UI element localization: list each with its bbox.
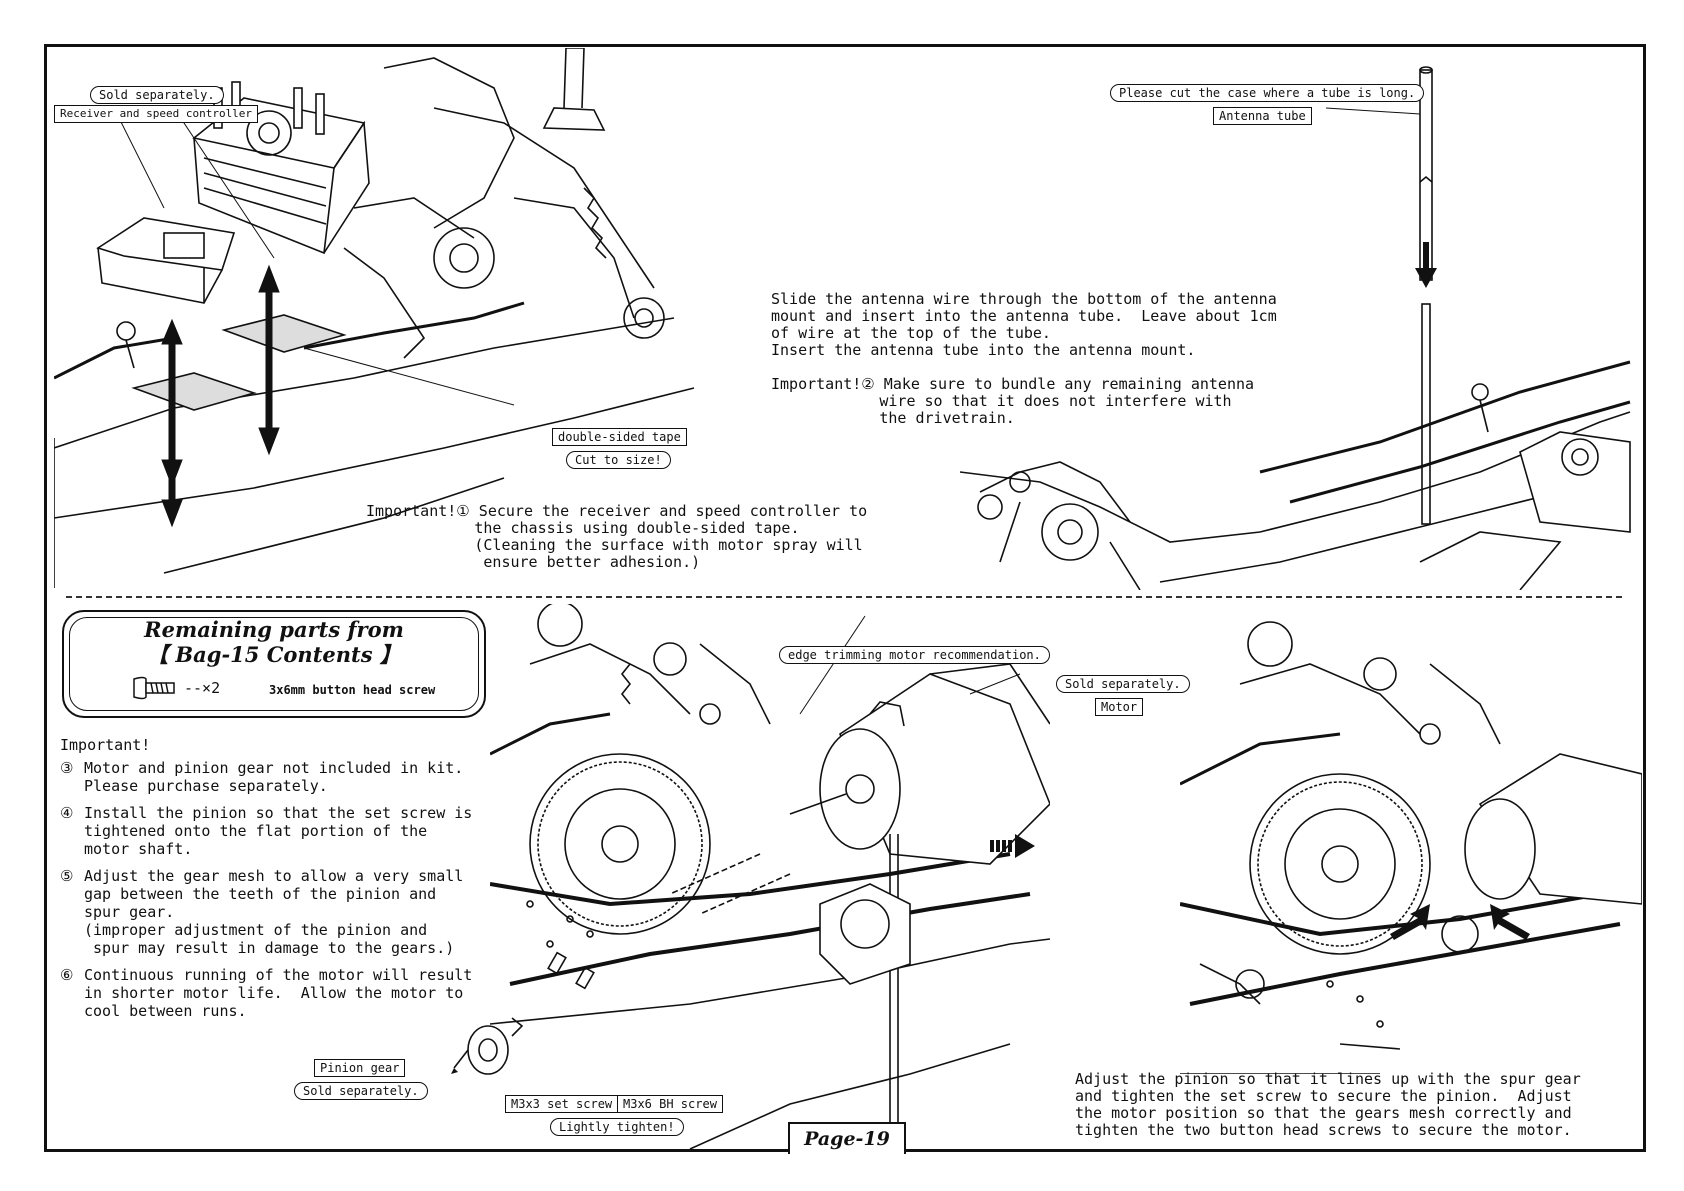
- antenna-tube-illustration: [960, 66, 1631, 590]
- receiver-label: Receiver and speed controller: [54, 105, 259, 123]
- set-screw-label: M3x3 set screw: [505, 1095, 619, 1113]
- notes-heading: Important!: [60, 736, 151, 754]
- lightly-tighten-tag: Lightly tighten!: [550, 1118, 684, 1136]
- antenna-tube-label: Antenna tube: [1213, 107, 1312, 125]
- bag-title-1: Remaining parts from: [144, 617, 404, 642]
- bag-qty: --×2: [184, 679, 221, 697]
- screw-icon: [133, 676, 175, 700]
- antenna-instructions: Slide the antenna wire through the botto…: [771, 290, 1277, 359]
- cut-case-tag: Please cut the case where a tube is long…: [1110, 84, 1425, 102]
- gear-mesh-result-illustration: [1180, 621, 1642, 1074]
- motor-label: Motor: [1095, 698, 1144, 716]
- sold-separately-tag: Sold separately.: [90, 86, 224, 104]
- pinion-gear-label: Pinion gear: [314, 1059, 406, 1077]
- tape-label: double-sided tape: [552, 428, 687, 446]
- important-note-1: Important!① Secure the receiver and spee…: [366, 502, 868, 571]
- bag-desc: 3x6mm button head screw: [269, 683, 436, 697]
- bag-title-2: 【 Bag-15 Contents 】: [147, 642, 401, 667]
- section-divider: [66, 596, 1622, 598]
- important-note-2: Important!② Make sure to bundle any rema…: [771, 375, 1255, 427]
- motor-sold-separately-tag: Sold separately.: [1056, 675, 1190, 693]
- page-number: Page-19: [788, 1122, 906, 1154]
- motor-install-illustration: [490, 604, 1050, 1149]
- bag-contents-box: Remaining parts from 【 Bag-15 Contents 】…: [62, 610, 486, 718]
- pinion-sold-separately-tag: Sold separately.: [294, 1082, 428, 1100]
- adjust-instructions: Adjust the pinion so that it lines up wi…: [1075, 1070, 1581, 1139]
- bh-screw-label: M3x6 BH screw: [617, 1095, 723, 1113]
- chassis-receiver-esc-illustration: [54, 48, 695, 588]
- pinion-gear-icon: [451, 1017, 524, 1075]
- edge-trimming-tag: edge trimming motor recommendation.: [779, 646, 1050, 664]
- cut-label: Cut to size!: [566, 451, 671, 469]
